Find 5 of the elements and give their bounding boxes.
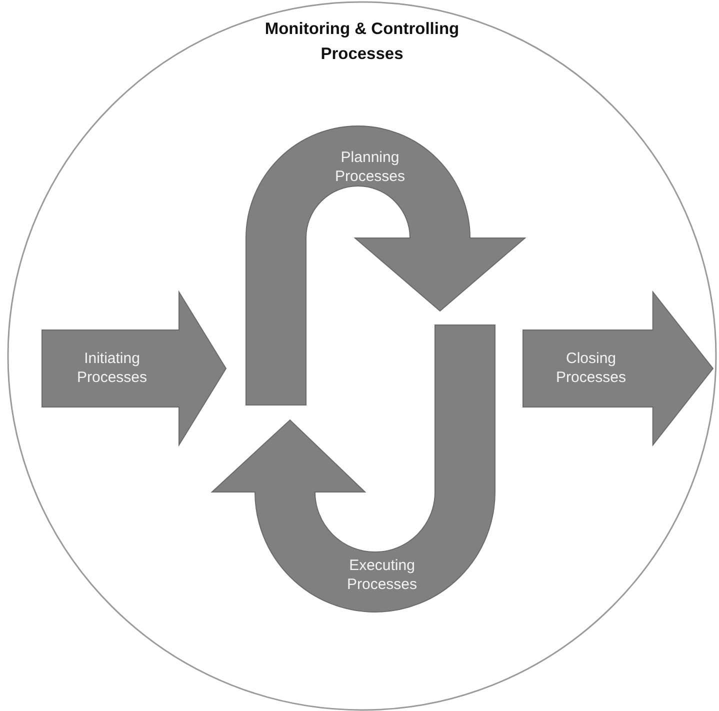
process-label: Closing Processes bbox=[554, 349, 628, 387]
process-label: Planning Processes bbox=[334, 148, 406, 186]
group-heading: Monitoring & Controlling Processes bbox=[264, 19, 460, 65]
process-label: Initiating Processes bbox=[76, 349, 148, 387]
process-label: Executing Processes bbox=[346, 556, 418, 594]
